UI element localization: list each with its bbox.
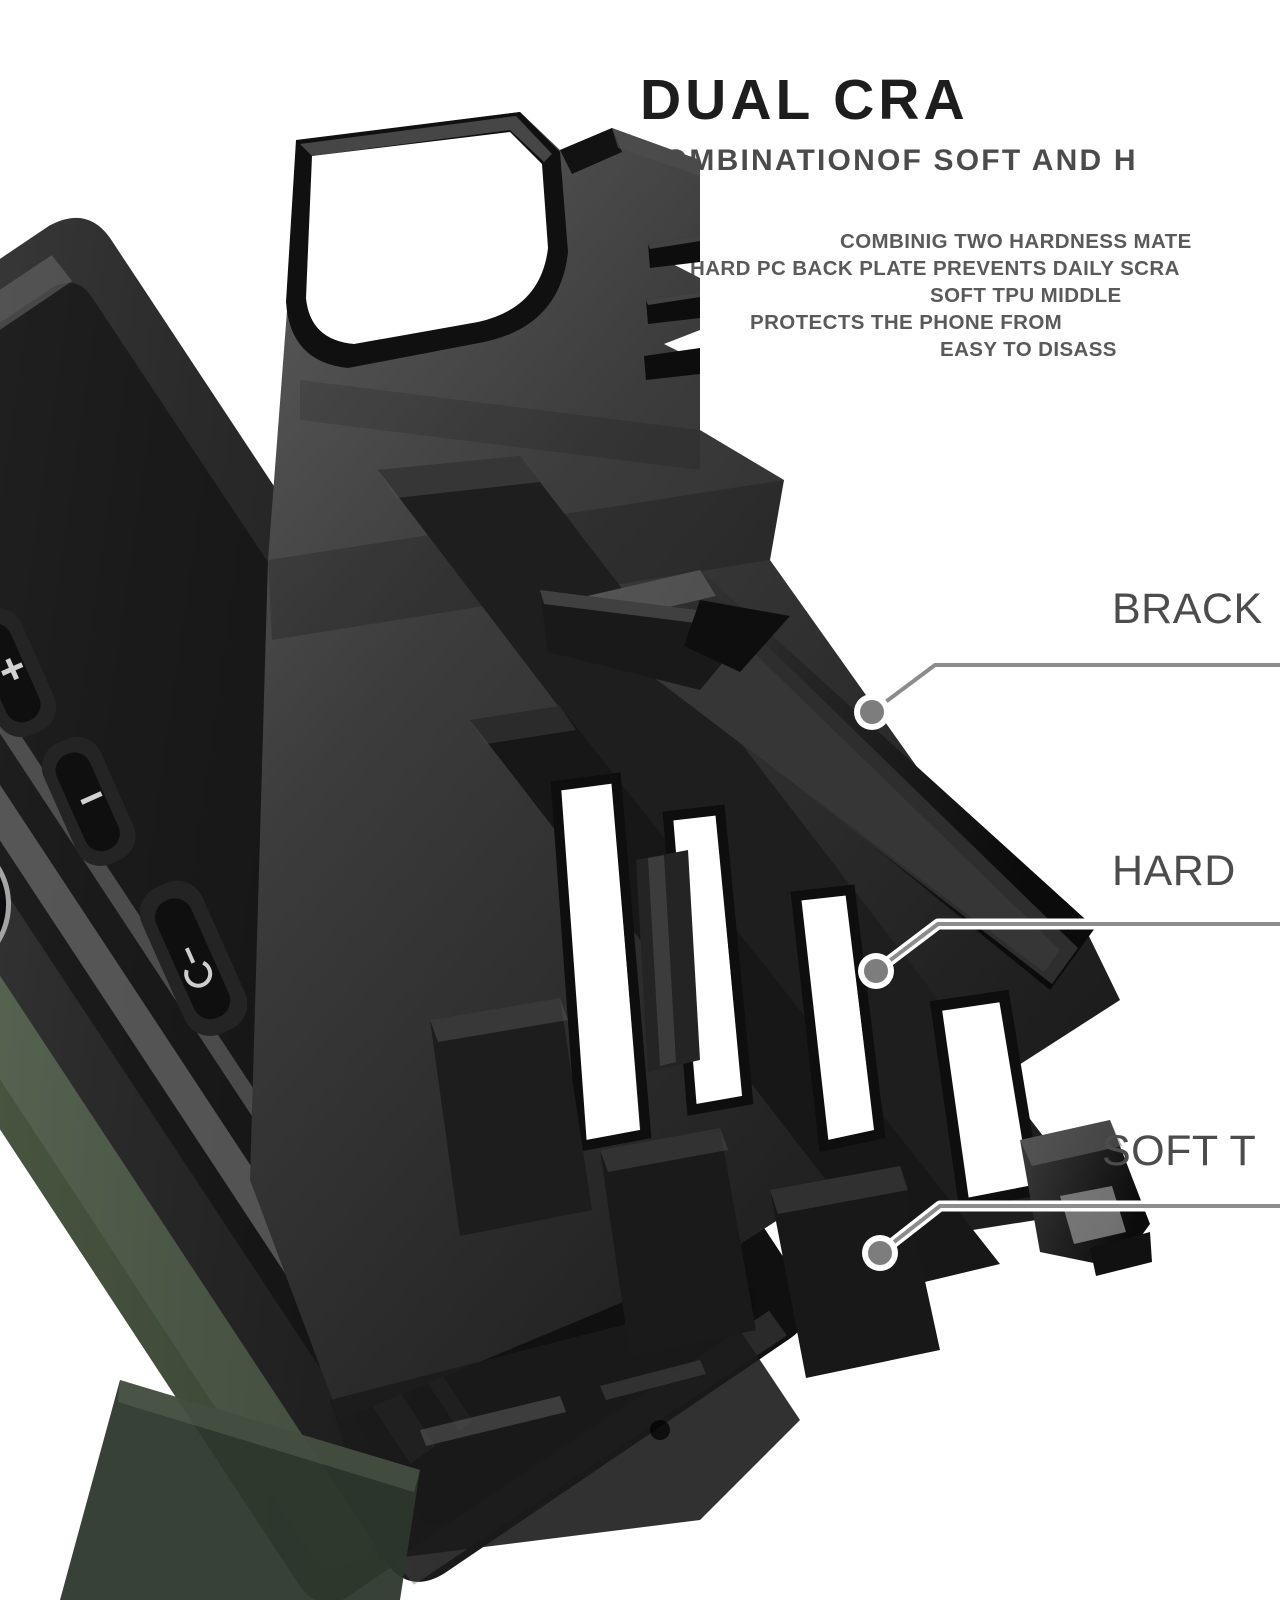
description-text: COMBINIG TWO HARDNESS MATE HARD PC BACK P… <box>640 228 1280 363</box>
phone-bottom-corner <box>60 1380 420 1600</box>
description-line: COMBINIG TWO HARDNESS MATE <box>840 230 1192 253</box>
case-bottom-edge <box>330 1300 800 1560</box>
callout-label-hard-pc: HARD <box>1112 847 1236 895</box>
description-line: EASY TO DISASS <box>940 338 1117 361</box>
page-subtitle: COMBINATIONOF SOFT AND H <box>640 144 1138 177</box>
volume-up-button <box>0 607 57 738</box>
callout-label-soft-tpu: SOFT T <box>1102 1127 1257 1175</box>
power-button <box>139 880 248 1036</box>
camera-lens <box>0 831 12 977</box>
side-buttons <box>0 607 248 1036</box>
armor-structure <box>378 456 1100 1378</box>
volume-down-button <box>41 736 136 867</box>
description-line: PROTECTS THE PHONE FROM <box>750 311 1063 334</box>
description-line: SOFT TPU MIDDLE <box>930 284 1122 307</box>
callout-label-bracket: BRACK <box>1112 585 1263 633</box>
description-line: HARD PC BACK PLATE PREVENTS DAILY SCRA <box>690 257 1180 280</box>
camera-module <box>0 509 12 983</box>
page-title: DUAL CRA <box>640 68 969 132</box>
